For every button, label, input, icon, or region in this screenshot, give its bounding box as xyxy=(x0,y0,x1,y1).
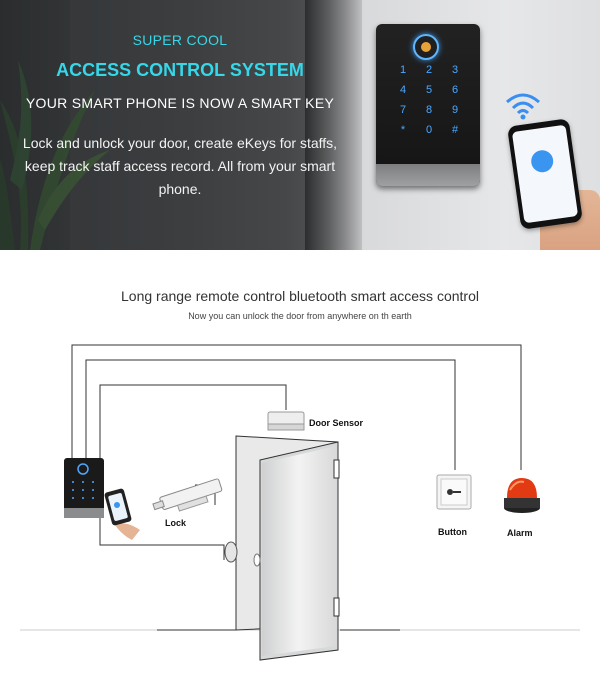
keypad-key: 8 xyxy=(425,104,433,116)
section-subtitle: Now you can unlock the door from anywher… xyxy=(188,311,412,321)
hero-title: ACCESS CONTROL SYSTEM xyxy=(56,60,304,80)
keypad-device: 1 2 3 4 5 6 7 8 9 * 0 # xyxy=(376,24,480,186)
exit-button-icon xyxy=(436,474,472,510)
wifi-icon xyxy=(506,93,540,120)
keypad-keys: 1 2 3 4 5 6 7 8 9 * 0 # xyxy=(390,64,470,136)
keypad-key: 1 xyxy=(399,64,407,76)
keypad-key: 0 xyxy=(425,124,433,136)
alarm-siren-icon xyxy=(504,478,540,513)
keypad-key: 4 xyxy=(399,84,407,96)
keypad-key: 7 xyxy=(399,104,407,116)
hero-subtitle: YOUR SMART PHONE IS NOW A SMART KEY xyxy=(25,95,335,111)
door-illustration xyxy=(224,435,340,661)
keypad-key: 6 xyxy=(451,84,459,96)
door-sensor-label: Door Sensor xyxy=(309,418,364,428)
hero-super-title: SUPER COOL xyxy=(132,32,228,48)
phone-small-icon xyxy=(104,488,140,540)
door-frame xyxy=(305,0,365,250)
fingerprint-sensor-icon xyxy=(413,34,439,60)
keypad-base xyxy=(376,164,480,186)
text-overlay xyxy=(0,0,360,250)
button-label: Button xyxy=(438,527,467,537)
hero-description: Lock and unlock your door, create eKeys … xyxy=(22,135,338,197)
keypad-key: 3 xyxy=(451,64,459,76)
keypad-key: 9 xyxy=(451,104,459,116)
alarm-label: Alarm xyxy=(507,528,533,538)
hero-banner: SUPER COOL ACCESS CONTROL SYSTEM YOUR SM… xyxy=(0,0,600,250)
phone-screen xyxy=(511,124,579,224)
keypad-key: 5 xyxy=(425,84,433,96)
door-sensor-icon xyxy=(267,411,305,431)
keypad-key: # xyxy=(451,124,459,136)
keypad-key: * xyxy=(400,124,406,136)
app-lock-icon xyxy=(529,148,555,174)
keypad-small-icon xyxy=(64,458,104,518)
wiring-diagram xyxy=(20,344,580,661)
keypad-key: 2 xyxy=(425,64,433,76)
lock-label: Lock xyxy=(165,518,187,528)
section-title: Long range remote control bluetooth smar… xyxy=(121,288,479,304)
lock-icon xyxy=(152,478,223,512)
